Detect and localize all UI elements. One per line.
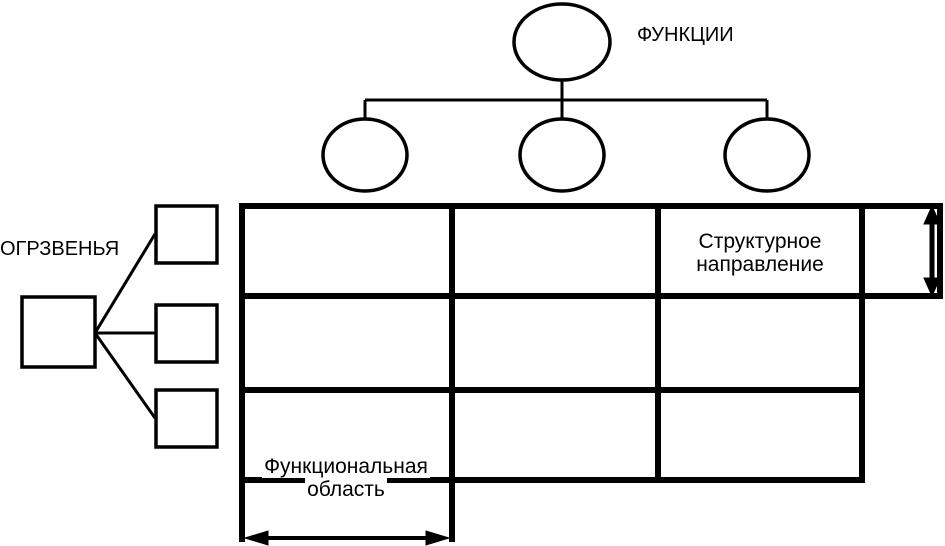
function-node xyxy=(723,117,811,193)
functional-area-arrow xyxy=(243,530,451,546)
function-node xyxy=(321,117,409,193)
org-connector xyxy=(93,233,157,334)
org-units-tree xyxy=(20,204,219,449)
structural-direction-label-line1: Структурное xyxy=(685,230,835,254)
functional-area-label: Функциональная область xyxy=(246,455,446,502)
org-unit-node xyxy=(154,303,219,364)
org-root-node xyxy=(20,295,97,369)
org-unit-node xyxy=(154,388,219,449)
org-units-label: ОГРЗВЕНЬЯ xyxy=(0,238,120,260)
structural-direction-label-line2: направление xyxy=(685,253,835,277)
functional-area-label-line2: область xyxy=(305,478,387,502)
functions-label: ФУНКЦИИ xyxy=(637,24,734,46)
function-root-node xyxy=(512,2,612,82)
structural-direction-label: Структурное направление xyxy=(685,230,835,277)
function-tree xyxy=(321,2,811,193)
org-connector xyxy=(93,332,157,419)
org-unit-node xyxy=(154,204,219,265)
functional-area-label-line1: Функциональная xyxy=(262,455,430,479)
matrix-grid xyxy=(239,203,943,542)
function-node xyxy=(518,117,606,193)
structural-direction-arrow xyxy=(923,204,941,298)
